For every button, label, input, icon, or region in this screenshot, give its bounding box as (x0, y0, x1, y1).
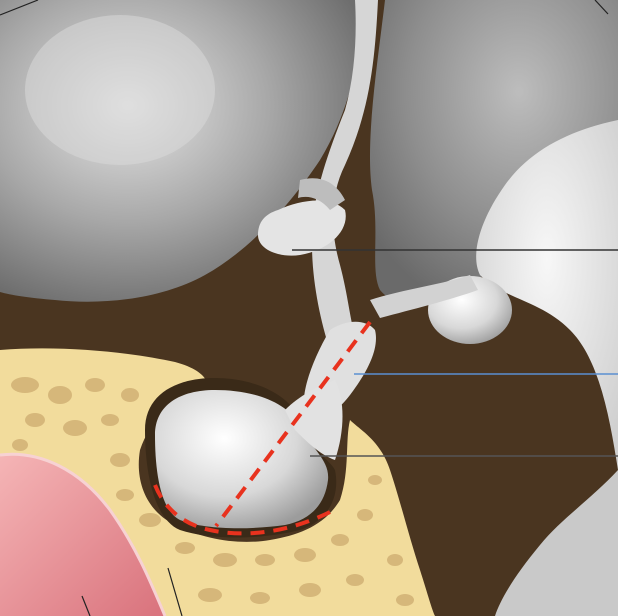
brain-highlight (25, 15, 215, 165)
